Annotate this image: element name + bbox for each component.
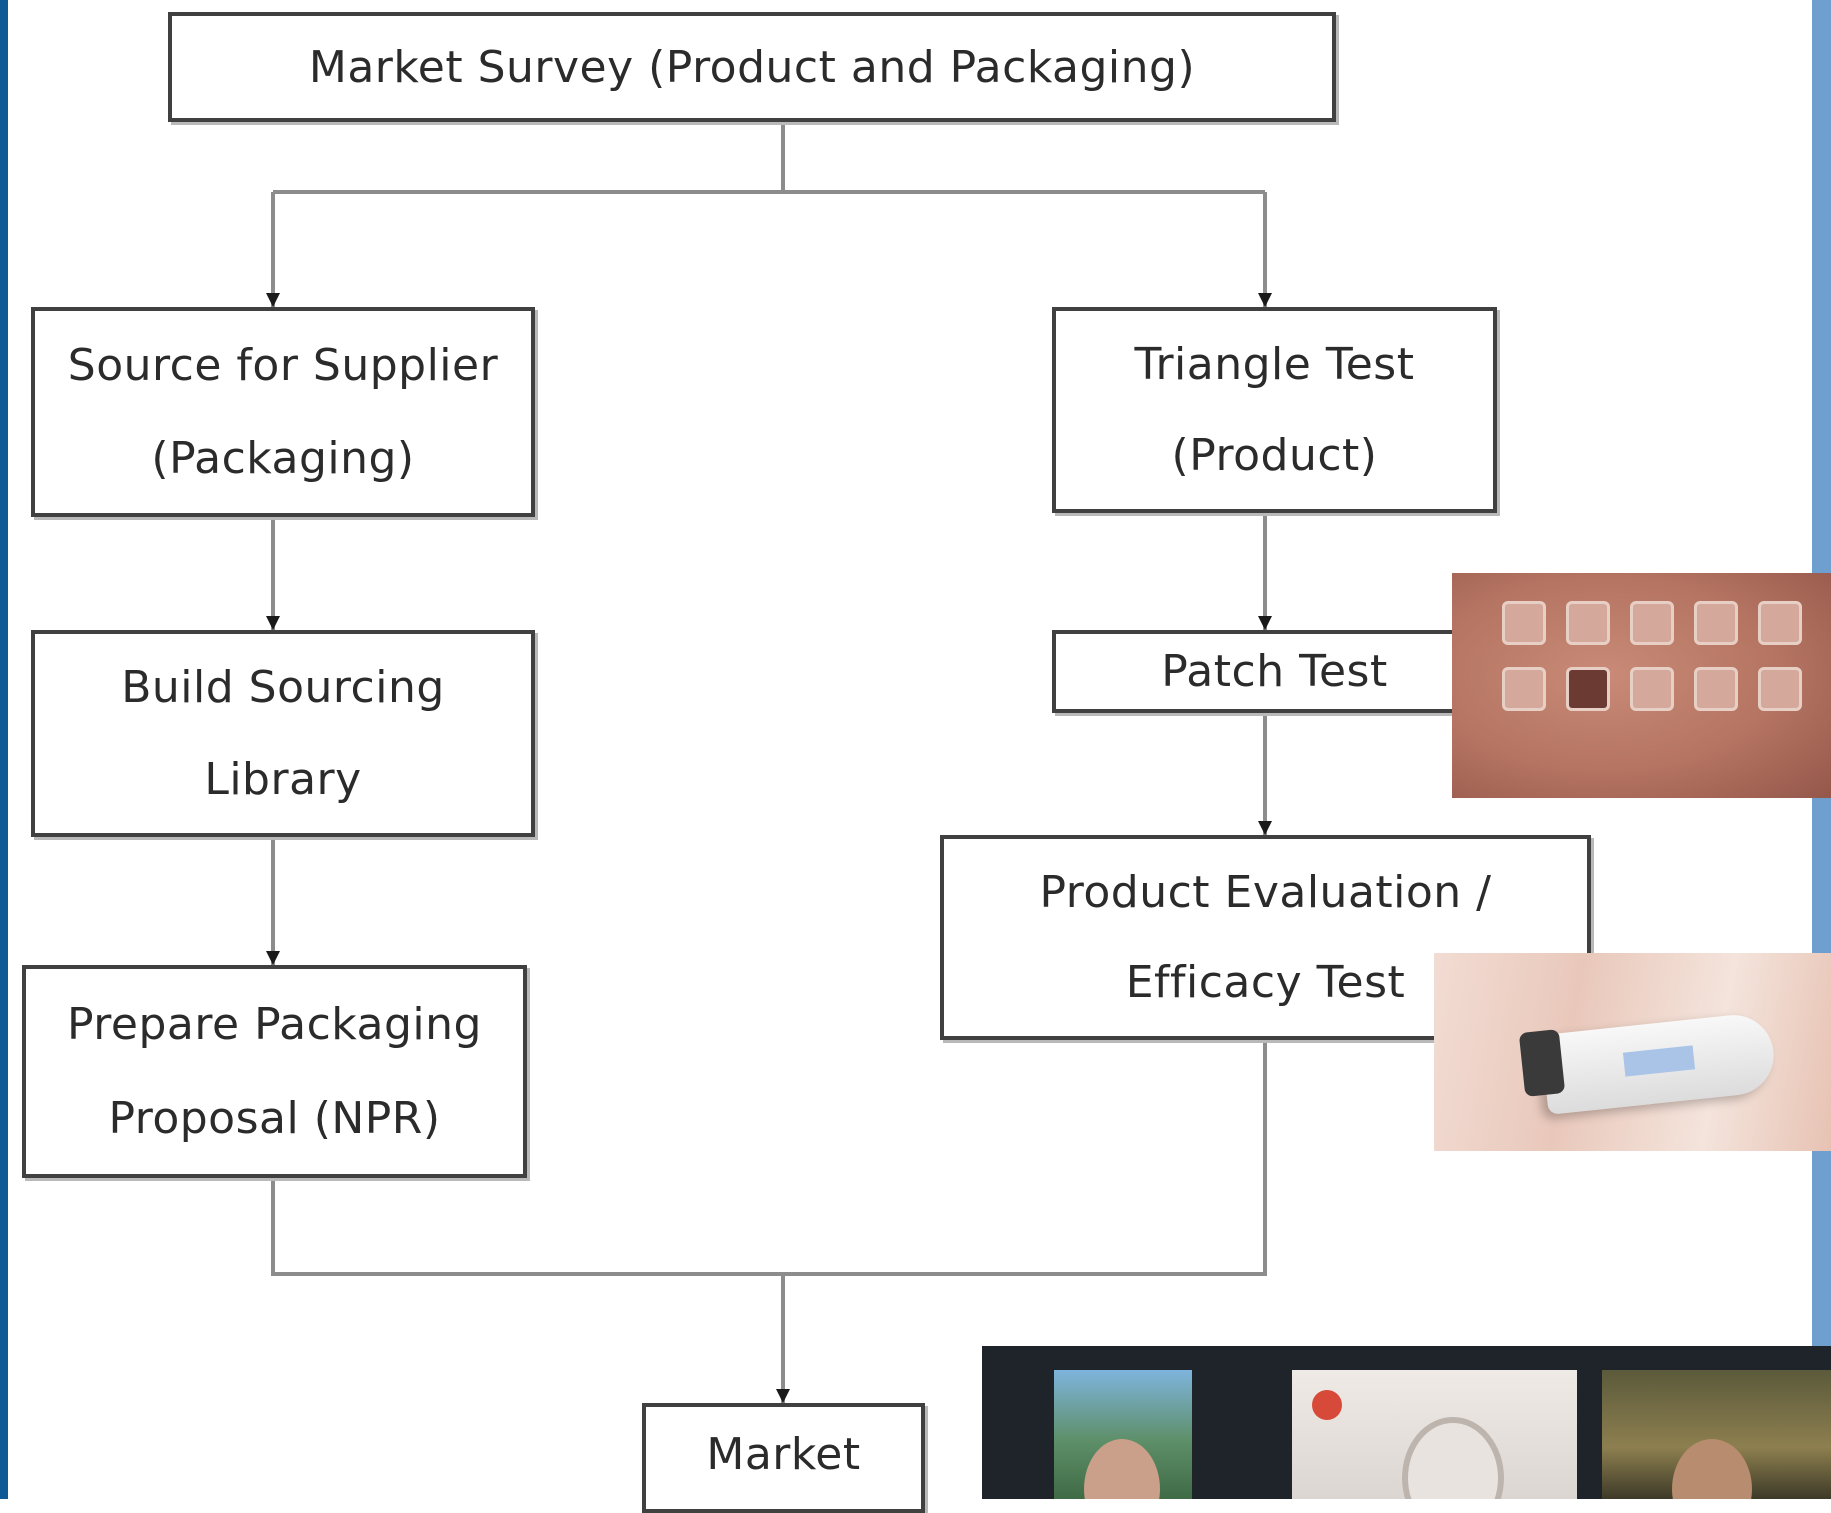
patch-cell: [1502, 667, 1546, 711]
patch-cell: [1694, 601, 1738, 645]
node-product-evaluation-line-2: Efficacy Test: [1125, 957, 1406, 1009]
patch-cell: [1630, 601, 1674, 645]
node-market: Market: [642, 1403, 925, 1513]
video-call-photo: [982, 1346, 1831, 1499]
node-market-label: Market: [706, 1429, 861, 1480]
node-source-supplier-line-2: (Packaging): [151, 433, 415, 484]
node-source-supplier-line-1: Source for Supplier: [67, 340, 499, 391]
patch-grid: [1502, 601, 1808, 717]
patch-cell: [1566, 601, 1610, 645]
node-triangle-test-line-2: (Product): [1171, 430, 1378, 481]
connector-survey-split: [273, 122, 1265, 194]
node-triangle-test: Triangle Test (Product): [1052, 307, 1497, 513]
node-prepare-packaging: Prepare Packaging Proposal (NPR): [22, 965, 527, 1178]
node-market-survey: Market Survey (Product and Packaging): [168, 12, 1336, 122]
node-triangle-test-line-1: Triangle Test: [1134, 339, 1415, 390]
node-source-supplier: Source for Supplier (Packaging): [31, 307, 535, 517]
participant-avatar: [1402, 1417, 1504, 1499]
patch-test-photo: [1452, 573, 1831, 798]
node-prepare-packaging-line-2: Proposal (NPR): [108, 1093, 441, 1145]
left-edge-strip: [0, 0, 8, 1499]
video-tile: [1054, 1370, 1192, 1499]
node-build-sourcing-line-2: Library: [204, 753, 362, 805]
node-patch-test: Patch Test: [1052, 630, 1497, 713]
node-prepare-packaging-line-1: Prepare Packaging: [67, 998, 482, 1050]
logo-badge-icon: [1312, 1390, 1342, 1420]
node-build-sourcing: Build Sourcing Library: [31, 630, 535, 837]
node-market-survey-label: Market Survey (Product and Packaging): [308, 41, 1196, 93]
patch-cell: [1566, 667, 1610, 711]
video-tile: [1602, 1370, 1831, 1499]
node-build-sourcing-line-1: Build Sourcing: [121, 662, 445, 714]
patch-cell: [1758, 667, 1802, 711]
patch-cell: [1630, 667, 1674, 711]
video-tile: [1292, 1370, 1577, 1499]
connector-merge: [271, 1040, 1267, 1276]
node-patch-test-label: Patch Test: [1161, 646, 1388, 697]
skin-probe-tip: [1518, 1029, 1566, 1097]
node-product-evaluation-line-1: Product Evaluation /: [1039, 866, 1492, 918]
participant-avatar: [1084, 1439, 1160, 1499]
patch-cell: [1758, 601, 1802, 645]
patch-cell: [1694, 667, 1738, 711]
participant-avatar: [1672, 1439, 1752, 1499]
patch-cell: [1502, 601, 1546, 645]
efficacy-test-photo: [1434, 953, 1831, 1151]
